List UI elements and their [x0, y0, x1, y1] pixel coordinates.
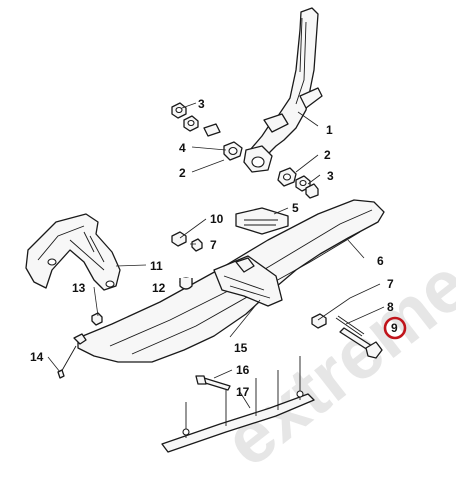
middle-hardware: [171, 231, 203, 252]
callout-12[interactable]: 12: [152, 281, 166, 295]
callout-16[interactable]: 16: [236, 363, 250, 377]
callout-14[interactable]: 14: [30, 350, 44, 364]
callout-6[interactable]: 6: [377, 254, 384, 268]
carbide-runner-part: [161, 356, 315, 453]
right-hardware: [311, 313, 383, 359]
callout-10[interactable]: 10: [210, 212, 224, 226]
callout-15[interactable]: 15: [234, 341, 248, 355]
upper-hardware: [171, 102, 319, 199]
callout-3-upper[interactable]: 3: [198, 97, 205, 111]
ski-body-part: [77, 199, 385, 363]
callout-2-lower[interactable]: 2: [179, 166, 186, 180]
callout-13[interactable]: 13: [72, 281, 86, 295]
callout-7-right[interactable]: 7: [387, 277, 394, 291]
callout-2-upper[interactable]: 2: [324, 148, 331, 162]
left-hardware: [57, 312, 103, 379]
callout-5[interactable]: 5: [292, 201, 299, 215]
callout-17[interactable]: 17: [236, 385, 250, 399]
callout-labels: 1 2 2 3 3 4 5 6 7 7 8 9 10 11 12 13 14 1…: [30, 97, 398, 399]
highlight-ring: [383, 316, 407, 340]
callout-4[interactable]: 4: [179, 141, 186, 155]
spindle-part: [243, 7, 323, 173]
callout-8[interactable]: 8: [387, 300, 394, 314]
callout-11[interactable]: 11: [150, 259, 163, 273]
callout-7-middle[interactable]: 7: [210, 238, 217, 252]
bushing-part: [179, 277, 193, 290]
carbide-bolt-part: [195, 375, 231, 391]
leader-lines: [47, 102, 385, 409]
callout-1[interactable]: 1: [326, 123, 333, 137]
wear-pad-part: [235, 207, 289, 235]
callout-3-lower[interactable]: 3: [327, 169, 334, 183]
handle-part: [25, 213, 121, 291]
callout-9[interactable]: 9: [391, 321, 398, 335]
